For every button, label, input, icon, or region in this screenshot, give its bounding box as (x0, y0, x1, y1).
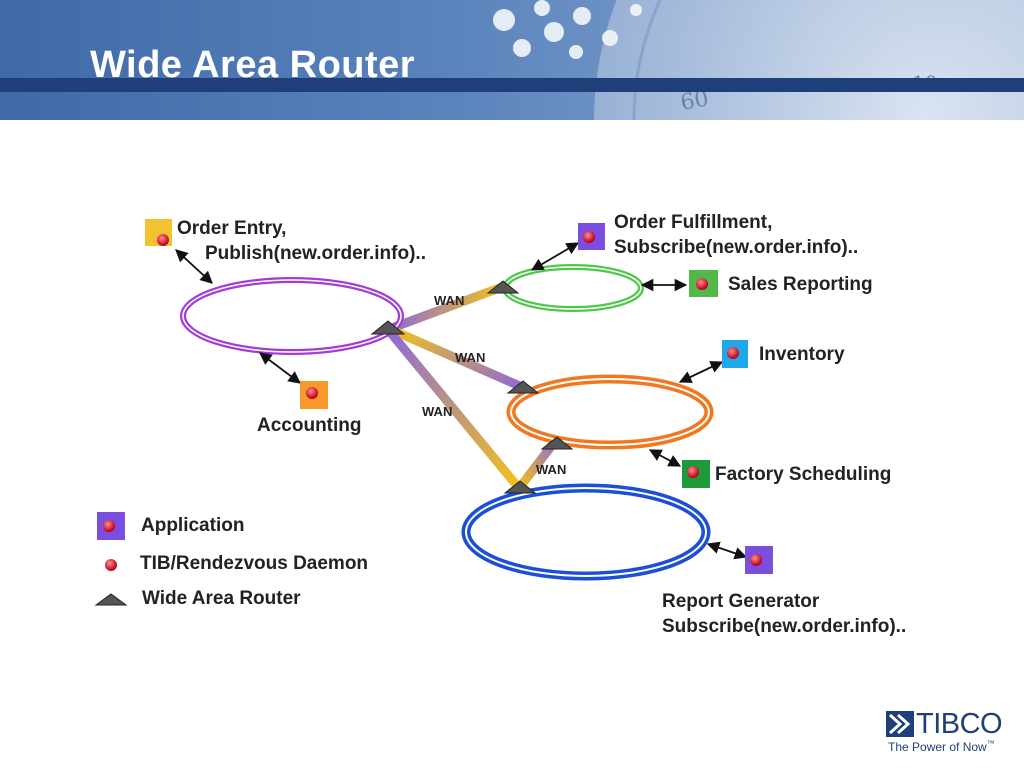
wan-label: WAN (455, 350, 486, 365)
page-title: Wide Area Router (90, 44, 416, 86)
tibco-logo-text: TIBCO (916, 708, 1003, 740)
ring-orange (506, 374, 714, 450)
daemon-icon (583, 231, 595, 243)
router-icon (506, 380, 540, 394)
wan-label: WAN (422, 404, 453, 419)
tibco-logo: TIBCO The Power of Now™ (886, 708, 1006, 754)
arrow-order-entry (175, 249, 213, 284)
order-entry-line1: Order Entry, (177, 218, 287, 239)
report-generator-line2: Subscribe(new.order.info).. (662, 616, 907, 637)
daemon-icon (696, 278, 708, 290)
daemon-icon (687, 466, 699, 478)
app-order-fulfillment (578, 223, 605, 250)
wan-label: WAN (536, 462, 567, 477)
daemon-icon (103, 520, 115, 532)
ring-purple (180, 277, 404, 355)
app-factory-scheduling (682, 460, 710, 488)
daemon-icon (750, 554, 762, 566)
accounting-label: Accounting (257, 415, 362, 436)
tibco-tagline: The Power of Now™ (888, 739, 995, 754)
ring-green (502, 264, 644, 312)
router-icon (486, 280, 520, 294)
router-icon (503, 480, 537, 494)
legend-router-label: Wide Area Router (142, 588, 301, 609)
app-sales-reporting (689, 270, 718, 297)
order-fulfillment-label: Order Fulfillment, Subscribe(new.order.i… (614, 210, 858, 260)
legend-icons (94, 512, 128, 606)
report-generator-label: Report Generator Subscribe(new.order.inf… (662, 589, 906, 639)
wan-link-purple-orange (390, 325, 524, 392)
header-band (0, 78, 1024, 92)
order-entry-line2: Publish(new.order.info).. (205, 243, 426, 264)
factory-scheduling-label: Factory Scheduling (715, 464, 892, 485)
tibco-logo-mark-icon (886, 711, 914, 737)
slide-header: 60 10 Wide Area Router (0, 0, 1024, 120)
ring-blue (461, 483, 711, 581)
arrow-order-fulfillment (530, 242, 580, 271)
app-accounting (300, 381, 328, 409)
arrow-inventory (678, 361, 724, 383)
legend-application-label: Application (141, 515, 245, 536)
wan-link-purple-blue (386, 329, 522, 490)
router-icon (370, 320, 406, 335)
daemon-icon (306, 387, 318, 399)
wan-link-purple-green (390, 282, 504, 333)
order-fulfillment-line1: Order Fulfillment, (614, 212, 773, 233)
arrow-accounting (258, 352, 302, 384)
router-icon (540, 436, 574, 450)
arrow-factory-scheduling (648, 449, 682, 467)
routers (370, 280, 574, 494)
connector-arrows (175, 242, 748, 560)
wan-label: WAN (434, 293, 465, 308)
legend-router-icon (94, 593, 128, 606)
app-order-entry (145, 219, 172, 246)
app-inventory (722, 340, 748, 368)
daemon-icon (157, 234, 169, 246)
sales-reporting-label: Sales Reporting (728, 274, 873, 295)
app-report-generator (745, 546, 773, 574)
trademark-symbol: ™ (986, 739, 995, 748)
order-fulfillment-line2: Subscribe(new.order.info).. (614, 237, 859, 258)
arrow-report-generator (706, 541, 748, 560)
daemon-icon (727, 347, 739, 359)
legend-daemon-icon (105, 559, 117, 571)
tagline-text: The Power of Now (888, 740, 987, 754)
report-generator-line1: Report Generator (662, 591, 820, 612)
inventory-label: Inventory (759, 344, 845, 365)
legend-daemon-label: TIB/Rendezvous Daemon (140, 553, 369, 574)
order-entry-label: Order Entry, Publish(new.order.info).. (177, 216, 426, 266)
application-nodes (145, 219, 773, 574)
